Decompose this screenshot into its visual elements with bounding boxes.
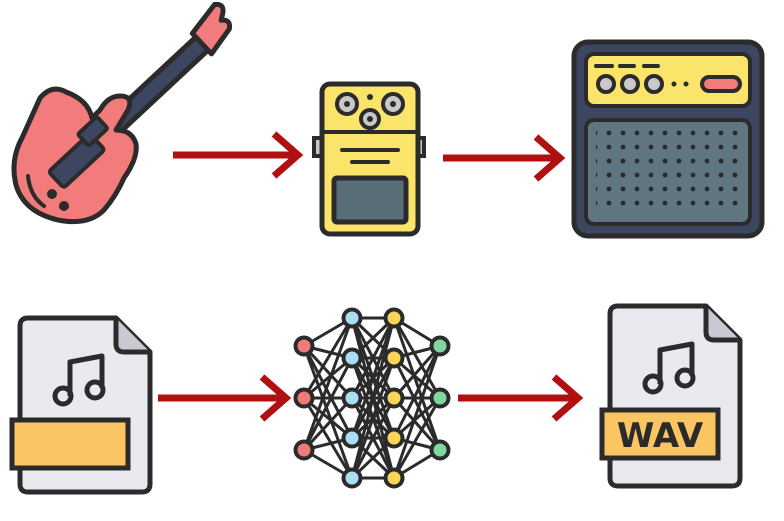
network-edge [302, 317, 354, 451]
music-note-icon [52, 353, 106, 407]
network-edge [302, 396, 354, 452]
network-edge [392, 397, 442, 479]
network-node [383, 347, 405, 369]
neural-network-icon [293, 307, 451, 489]
network-edge [302, 397, 354, 479]
arrow-pedal-to-amp [443, 134, 566, 182]
wav-file-icon [9, 315, 153, 495]
network-node [429, 387, 451, 409]
electric-guitar-icon [11, 1, 233, 225]
network-node [383, 307, 405, 329]
network-node [293, 335, 315, 357]
arrow-wav-to-network [158, 374, 292, 422]
network-edge [302, 317, 354, 399]
network-node [429, 335, 451, 357]
wav-file-icon: WAV [599, 303, 743, 489]
guitar-amplifier-icon [571, 39, 765, 239]
network-node [341, 467, 363, 489]
network-node [341, 307, 363, 329]
network-edge [302, 357, 354, 451]
effects-pedal-icon [312, 81, 426, 237]
network-edge [392, 397, 442, 451]
arrow-network-to-wav [458, 374, 584, 422]
network-edge [350, 317, 396, 399]
network-edge [392, 317, 442, 451]
network-edge [350, 317, 396, 479]
network-edge [302, 345, 354, 439]
network-edge [392, 345, 442, 479]
network-edge [392, 317, 442, 399]
network-edge [302, 344, 354, 400]
network-edge [302, 345, 354, 479]
network-node [429, 439, 451, 461]
network-node [293, 439, 315, 461]
network-edge [350, 397, 396, 479]
network-edge [350, 357, 396, 479]
wav-label: WAV [617, 416, 704, 456]
network-node [341, 387, 363, 409]
network-node [293, 387, 315, 409]
network-edge [392, 357, 442, 451]
network-node [341, 347, 363, 369]
network-node [383, 427, 405, 449]
music-note-icon [642, 341, 696, 395]
arrow-guitar-to-pedal [173, 131, 304, 179]
network-edge [392, 345, 442, 439]
network-edge [350, 317, 396, 439]
network-edge [392, 345, 442, 399]
network-node [341, 427, 363, 449]
network-node [383, 387, 405, 409]
network-node [383, 467, 405, 489]
